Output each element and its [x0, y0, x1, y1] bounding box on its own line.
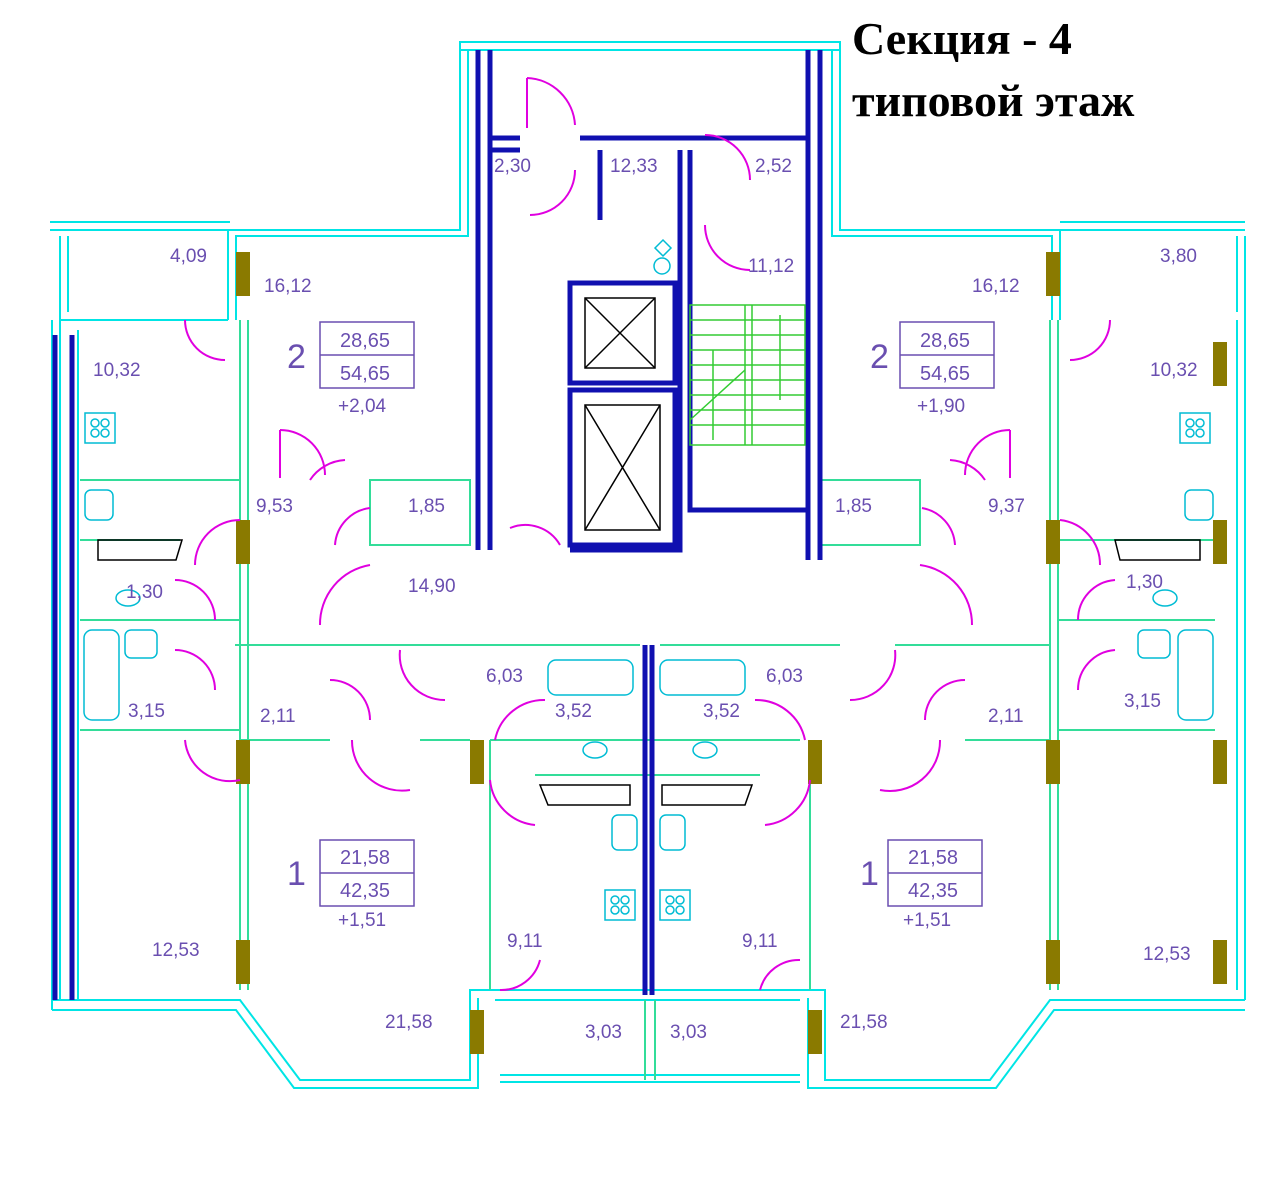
interior-walls	[80, 320, 1215, 1080]
area-bath: 3,52	[703, 701, 740, 722]
area-bath: 3,15	[1124, 691, 1161, 712]
kitchen-counters	[97, 539, 1201, 806]
area-hall: 9,37	[988, 496, 1025, 517]
balcony-area: +2,04	[338, 396, 387, 417]
balcony-area: +1,51	[338, 910, 386, 931]
area-kitchen: 10,32	[1150, 360, 1198, 381]
area-kitchen: 10,32	[93, 360, 141, 381]
area-room: 21,58	[840, 1012, 888, 1033]
section-title: Секция - 4	[852, 13, 1072, 64]
area-staircase: 11,12	[748, 256, 794, 277]
area-corridor: 14,90	[408, 576, 456, 597]
living-area: 21,58	[340, 847, 390, 869]
fixtures	[83, 238, 1214, 921]
flat-2-right: 3,80 16,12 10,32 9,37 1,85 1,30 3,15 2 2…	[835, 246, 1198, 712]
total-area: 42,35	[340, 880, 390, 902]
structural-walls	[52, 50, 823, 1000]
flat-1-left: 6,03 2,11 3,52 9,11 21,58 12,53 3,03 1 2…	[152, 666, 622, 1043]
total-area: 42,35	[908, 880, 958, 902]
area-loggia: 3,80	[1160, 246, 1197, 267]
flat-2-left: 4,09 16,12 10,32 9,53 1,85 1,30 3,15 2 2…	[93, 246, 445, 722]
area-vestibule-left: 2,30	[494, 156, 531, 177]
area-hall: 6,03	[486, 666, 523, 687]
area-stair-hall: 12,33	[610, 156, 658, 177]
area-bath: 3,15	[128, 701, 165, 722]
flat-1-right: 6,03 2,11 3,52 9,11 21,58 12,53 3,03 1 2…	[670, 666, 1191, 1043]
area-kitchen: 9,11	[742, 931, 778, 952]
area-room: 21,58	[385, 1012, 433, 1033]
area-bath: 3,52	[555, 701, 592, 722]
living-area: 28,65	[340, 330, 390, 352]
area-vestibule-right: 2,52	[755, 156, 792, 177]
area-room: 16,12	[972, 276, 1020, 297]
area-hall: 6,03	[766, 666, 803, 687]
living-area: 21,58	[908, 847, 958, 869]
area-wc: 1,30	[1126, 572, 1163, 593]
area-loggia: 3,03	[670, 1022, 707, 1043]
balcony-area: +1,51	[903, 910, 951, 931]
living-area: 28,65	[920, 330, 970, 352]
area-wc: 1,30	[126, 582, 163, 603]
area-kitchen: 9,11	[507, 931, 543, 952]
flat-rooms-count: 1	[860, 855, 879, 893]
total-area: 54,65	[920, 363, 970, 385]
total-area: 54,65	[340, 363, 390, 385]
area-hall: 9,53	[256, 496, 293, 517]
flat-rooms-count: 2	[287, 338, 306, 376]
floor-subtitle: типовой этаж	[852, 75, 1135, 126]
stair-area-labels: 2,30 12,33 2,52 11,12 14,90	[408, 156, 794, 597]
doors	[174, 77, 1116, 992]
area-storage: 1,85	[835, 496, 872, 517]
area-storage: 1,85	[408, 496, 445, 517]
area-kitchen-side: 12,53	[1143, 944, 1191, 965]
area-loggia: 4,09	[170, 246, 207, 267]
area-room: 16,12	[264, 276, 312, 297]
elevator-shafts	[584, 297, 661, 531]
columns	[236, 252, 1227, 1054]
area-loggia: 3,03	[585, 1022, 622, 1043]
balcony-area: +1,90	[917, 396, 965, 417]
staircase	[689, 304, 806, 446]
flat-rooms-count: 1	[287, 855, 306, 893]
area-closet: 2,11	[260, 706, 296, 727]
flat-rooms-count: 2	[870, 338, 889, 376]
area-kitchen-side: 12,53	[152, 940, 200, 961]
area-closet: 2,11	[988, 706, 1024, 727]
